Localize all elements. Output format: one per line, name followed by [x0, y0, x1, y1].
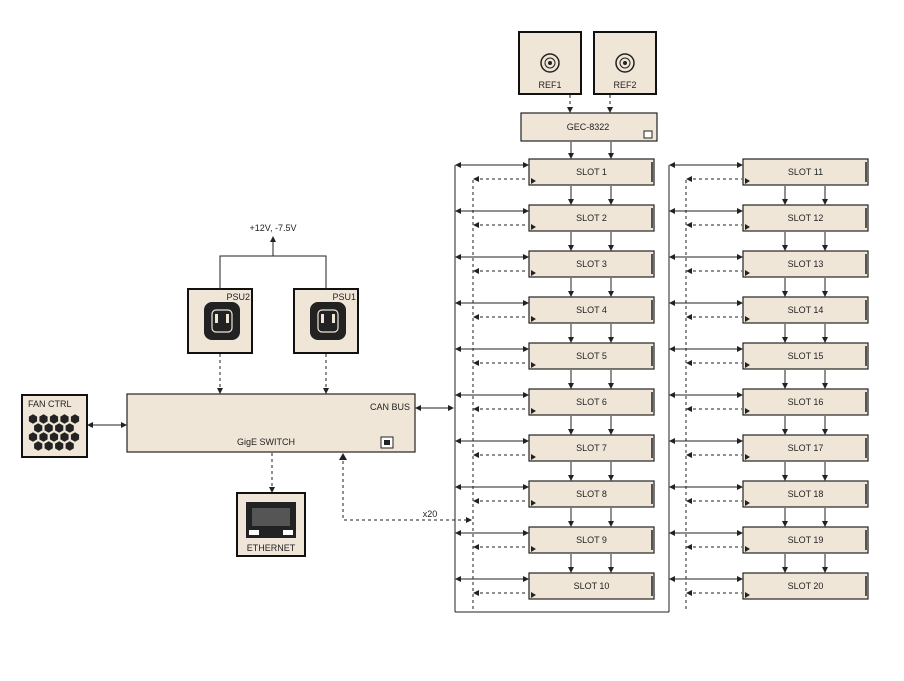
slot-card: SLOT 17 — [742, 434, 869, 462]
psu1-unit: PSU1 — [293, 288, 359, 354]
slot-card: SLOT 11 — [742, 158, 869, 186]
slot-card: SLOT 19 — [742, 526, 869, 554]
slot-card: SLOT 10 — [528, 572, 655, 600]
slot-label: SLOT 9 — [576, 535, 607, 545]
slot-card: SLOT 15 — [742, 342, 869, 370]
slot-label: SLOT 4 — [576, 305, 607, 315]
slot-stack-right: SLOT 11 SLOT 12 SLOT 13 SLOT 14 SLOT 15 SLOT … — [742, 158, 869, 600]
slot-card: SLOT 6 — [528, 388, 655, 416]
bus-lines — [455, 142, 828, 596]
slot-label: SLOT 3 — [576, 259, 607, 269]
slot-label: SLOT 12 — [788, 213, 824, 223]
slot-label: SLOT 13 — [788, 259, 824, 269]
slot-card: SLOT 2 — [528, 204, 655, 232]
ref1-label: REF1 — [538, 80, 561, 90]
slot-label: SLOT 20 — [788, 581, 824, 591]
slot-card: SLOT 4 — [528, 296, 655, 324]
slot-label: SLOT 14 — [788, 305, 824, 315]
slot-card: SLOT 3 — [528, 250, 655, 278]
can-bus-label: CAN BUS — [370, 402, 410, 412]
psu2-label: PSU2 — [226, 292, 250, 302]
fan-grille-icon — [28, 413, 80, 452]
bnc-icon — [540, 53, 560, 73]
multiplier-label: x20 — [423, 509, 438, 519]
gige-switch-label: GigE SWITCH — [237, 437, 295, 447]
slot-card: SLOT 7 — [528, 434, 655, 462]
slot-card: SLOT 12 — [742, 204, 869, 232]
fan-ctrl-label: FAN CTRL — [28, 399, 72, 409]
switch-to-slots-link — [342, 455, 472, 523]
slot-card: SLOT 9 — [528, 526, 655, 554]
slot-label: SLOT 10 — [574, 581, 610, 591]
ref2-label: REF2 — [613, 80, 636, 90]
fan-ctrl-unit: FAN CTRL — [21, 394, 88, 458]
slot-card: SLOT 13 — [742, 250, 869, 278]
psu2-unit: PSU2 — [187, 288, 253, 354]
slot-card: SLOT 1 — [528, 158, 655, 186]
voltage-label: +12V, -7.5V — [250, 223, 297, 233]
power-socket-icon — [310, 302, 346, 340]
slot-card: SLOT 18 — [742, 480, 869, 508]
slot-card: SLOT 20 — [742, 572, 869, 600]
slot-label: SLOT 16 — [788, 397, 824, 407]
psu1-label: PSU1 — [332, 292, 356, 302]
slot-card: SLOT 8 — [528, 480, 655, 508]
slot-card: SLOT 5 — [528, 342, 655, 370]
slot-label: SLOT 8 — [576, 489, 607, 499]
gec-label: GEC-8322 — [567, 122, 610, 132]
slot-label: SLOT 17 — [788, 443, 824, 453]
gige-switch: GigE SWITCH CAN BUS — [126, 393, 416, 453]
slot-card: SLOT 14 — [742, 296, 869, 324]
slot-label: SLOT 1 — [576, 167, 607, 177]
slot-label: SLOT 15 — [788, 351, 824, 361]
slot-card: SLOT 16 — [742, 388, 869, 416]
slot-label: SLOT 2 — [576, 213, 607, 223]
ref1-connector: REF1 — [518, 31, 582, 95]
slot-label: SLOT 18 — [788, 489, 824, 499]
power-socket-icon — [204, 302, 240, 340]
gec-8322-module: GEC-8322 — [520, 112, 658, 142]
ref2-connector: REF2 — [593, 31, 657, 95]
bnc-icon — [615, 53, 635, 73]
slot-label: SLOT 19 — [788, 535, 824, 545]
slot-label: SLOT 5 — [576, 351, 607, 361]
ethernet-label: ETHERNET — [247, 543, 296, 553]
slot-stack-left: SLOT 1 SLOT 2 SLOT 3 SLOT 4 SLOT 5 SLOT 6 SLOT… — [528, 158, 655, 600]
ethernet-port: ETHERNET — [236, 492, 306, 557]
slot-label: SLOT 6 — [576, 397, 607, 407]
slot-label: SLOT 11 — [788, 167, 823, 177]
slot-label: SLOT 7 — [576, 443, 607, 453]
psu-output-bus — [219, 255, 327, 289]
